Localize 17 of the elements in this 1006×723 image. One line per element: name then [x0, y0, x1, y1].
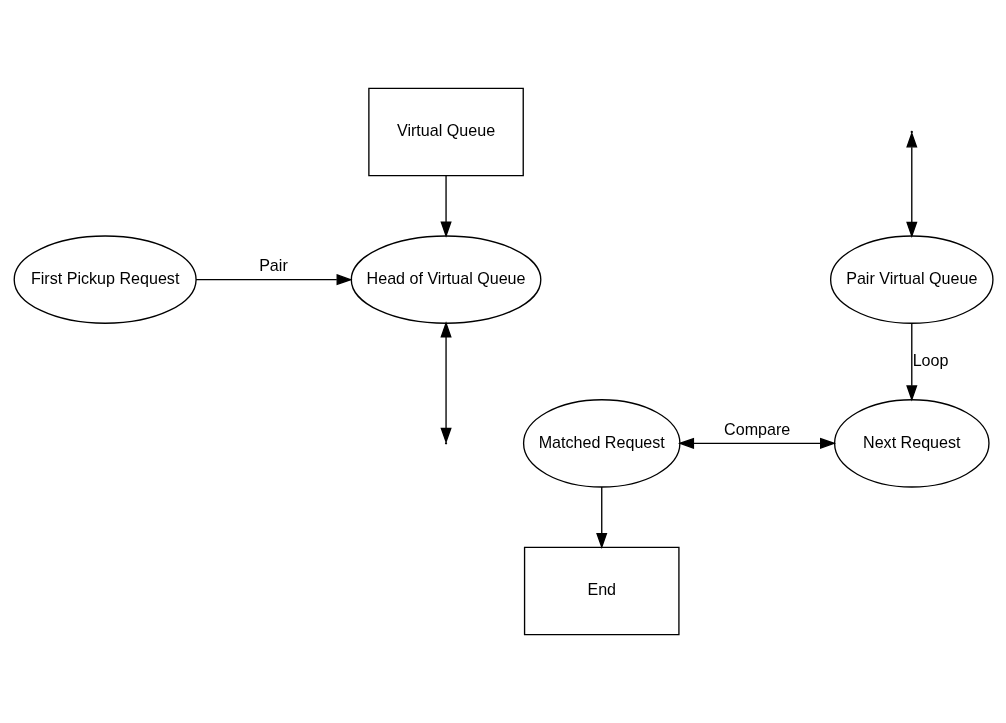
node-box: End: [523, 546, 680, 636]
node-box: Virtual Queue: [367, 87, 524, 177]
arrow: [194, 274, 353, 286]
arrow: [439, 175, 452, 238]
arrow: [439, 321, 452, 444]
node-ellipse: Head of Virtual Queue: [350, 235, 541, 324]
edge-label: Compare: [723, 419, 790, 438]
arrow: [905, 322, 917, 402]
node-ellipse: First Pickup Request: [13, 235, 197, 324]
edge-label: Pair: [258, 256, 288, 275]
arrow: [595, 486, 607, 550]
node-ellipse: Matched Request: [522, 399, 681, 488]
arrow: [677, 437, 836, 449]
node-ellipse: Next Request: [833, 399, 990, 488]
node-ellipse: Pair Virtual Queue: [829, 235, 994, 324]
edge-label: Loop: [912, 350, 948, 369]
arrow: [905, 131, 917, 238]
